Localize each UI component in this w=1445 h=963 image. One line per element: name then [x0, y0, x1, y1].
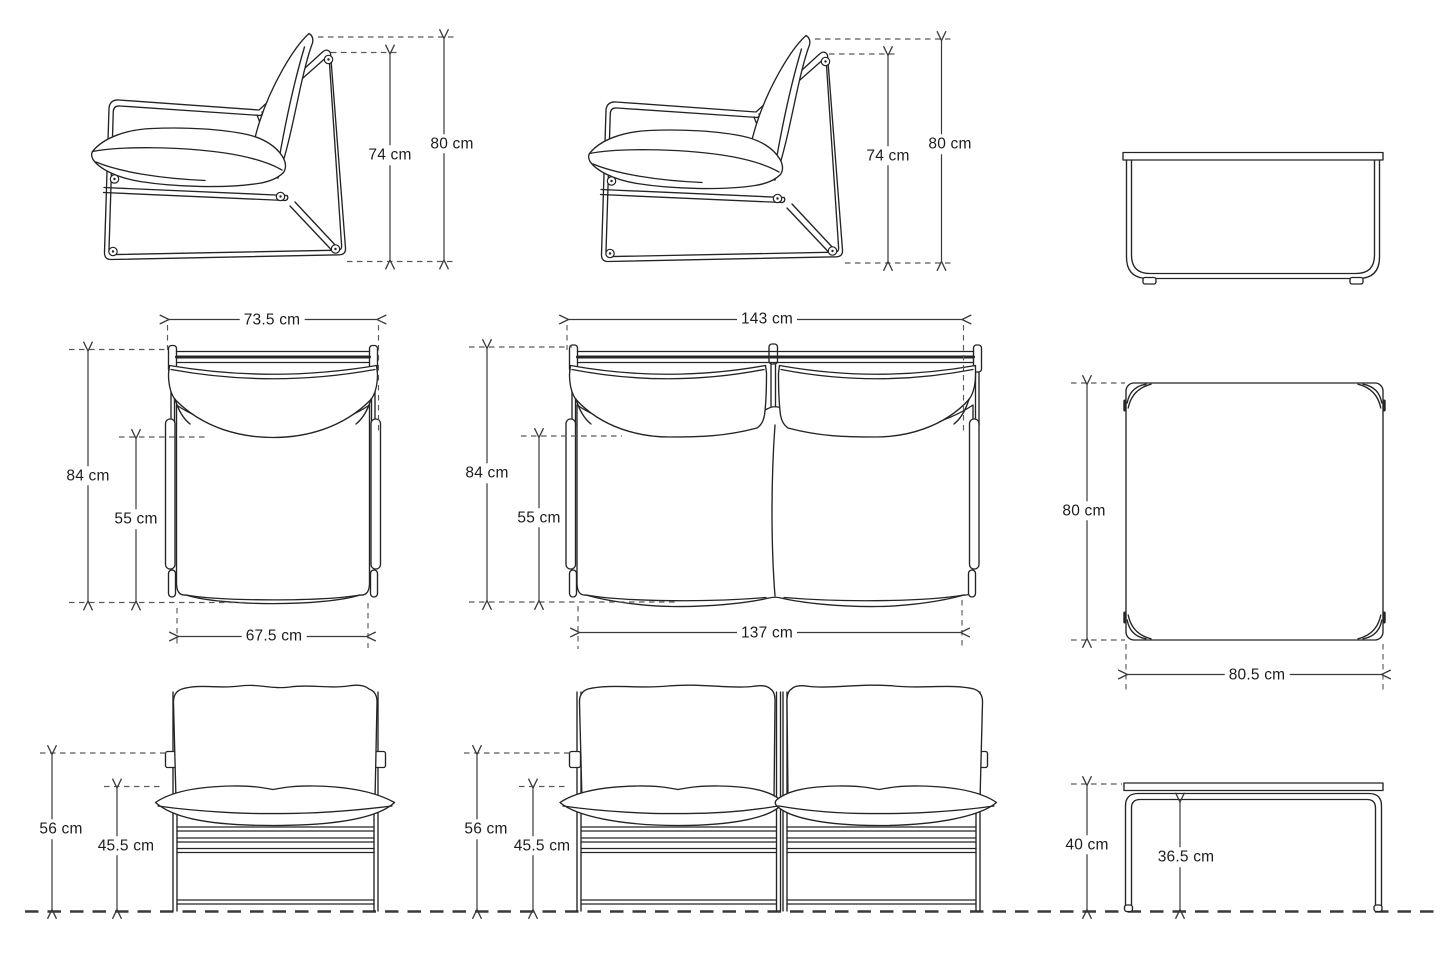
dimension-label: 55 cm — [513, 507, 565, 528]
dimension-label: 84 cm — [461, 463, 513, 483]
left-stub — [167, 569, 177, 598]
dimension-label: 67.5 cm — [241, 626, 307, 646]
seat-seams — [585, 424, 965, 602]
left-foot — [1142, 276, 1157, 285]
back-cushion — [172, 684, 378, 801]
dimension-label: 55 cm — [110, 509, 162, 529]
seat-front-seam — [185, 594, 361, 601]
seat-cushion-seam — [157, 805, 393, 815]
coffee-table-front-view — [1123, 782, 1384, 913]
left-seat-cushion — [559, 785, 783, 827]
back-cushion-folds — [571, 368, 974, 425]
dimension-label: 80.5 cm — [1224, 665, 1290, 685]
right-back-cushion — [777, 364, 977, 438]
armchair-side-view — [90, 32, 347, 261]
tabletop-slab — [1122, 151, 1384, 161]
armchair-front-view — [154, 684, 396, 912]
right-side-rail — [370, 418, 382, 570]
dimension-label: 143 cm — [736, 309, 798, 329]
right-back-cushion — [786, 684, 984, 801]
left-back-cushion — [568, 364, 768, 438]
dimension-label: 40 cm — [1061, 834, 1113, 855]
left-stub — [568, 569, 578, 598]
corner-leg-bends — [1126, 383, 1383, 640]
dimension-label: 73.5 cm — [239, 309, 305, 330]
coffee-table-top-dimensions — [1071, 383, 1383, 690]
tabletop-slab — [1123, 782, 1384, 792]
left-foot — [1123, 904, 1134, 913]
dimension-label: 36.5 cm — [1153, 847, 1219, 867]
tabletop-outline — [1125, 382, 1384, 641]
seat-cushion-seams — [562, 805, 995, 815]
frame-rails — [176, 826, 375, 905]
right-foot — [1349, 276, 1364, 285]
right-stub — [967, 569, 977, 598]
dimension-label: 80 cm — [426, 133, 478, 154]
coffee-table-side-view — [1122, 151, 1384, 285]
dimension-label: 45.5 cm — [509, 835, 575, 856]
seat-cushion — [154, 785, 396, 827]
sofa-front-view — [559, 684, 998, 912]
frame-outer — [103, 49, 347, 261]
dimension-label: 137 cm — [736, 622, 798, 643]
seat-cushion — [90, 127, 287, 188]
leg-frame-outer — [1124, 792, 1383, 909]
dimension-label: 56 cm — [460, 819, 512, 839]
seat-cushion-seams — [91, 147, 283, 182]
dimension-label: 80 cm — [1058, 500, 1110, 521]
frame-screws — [108, 54, 341, 257]
frame-rails — [580, 826, 977, 905]
left-side-rail — [565, 418, 577, 570]
right-side-rail — [968, 418, 980, 570]
armchair-top-view — [164, 344, 382, 605]
leg-frame-inner — [1130, 798, 1377, 909]
back-bar — [175, 350, 371, 364]
dimension-label: 80 cm — [924, 134, 976, 154]
left-bracket — [568, 750, 582, 769]
right-stub — [369, 569, 379, 598]
diagonal-brace — [289, 201, 338, 252]
dimension-label: 84 cm — [62, 465, 114, 486]
sofa-side-view — [587, 34, 844, 263]
sofa-top-view — [565, 343, 983, 608]
dimension-label: 74 cm — [364, 145, 416, 165]
dimension-label: 56 cm — [35, 819, 87, 839]
leg-feet-ticks — [1123, 399, 1386, 624]
seat-rail — [102, 186, 289, 202]
frame-inner — [1130, 159, 1376, 275]
coffee-table-top-view — [1123, 382, 1386, 641]
dimension-label: 45.5 cm — [93, 835, 159, 856]
dimension-label: 74 cm — [862, 145, 914, 166]
frame-outer — [1125, 159, 1381, 280]
seat-body — [576, 404, 974, 608]
left-side-rail — [164, 418, 176, 570]
back-bar — [576, 350, 975, 364]
center-bar-cap — [768, 343, 779, 365]
right-foot — [1373, 904, 1383, 913]
left-back-cushion — [578, 684, 776, 801]
back-cushion-folds — [170, 368, 376, 425]
right-seat-cushion — [774, 785, 998, 827]
